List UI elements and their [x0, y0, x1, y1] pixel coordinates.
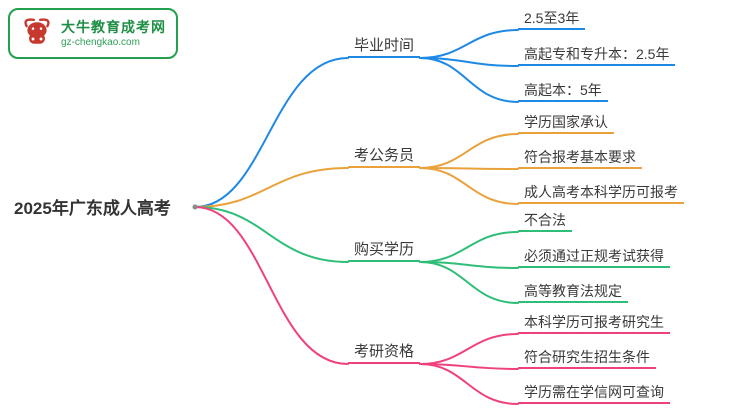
connector-root-branch-1 — [194, 167, 349, 208]
leaf-node: 2.5至3年 — [518, 8, 586, 30]
leaf-node: 本科学历可报考研究生 — [518, 312, 670, 334]
connector-branch2-leaf0 — [419, 231, 519, 263]
leaf-node: 必须通过正规考试获得 — [518, 246, 670, 268]
logo-url: gz-chengkao.com — [61, 36, 140, 48]
connector-root-branch-3 — [194, 206, 349, 365]
leaf-node: 学历国家承认 — [518, 112, 614, 134]
root-node: 2025年广东成人高考 — [14, 199, 171, 218]
branch-node-graduation-time: 毕业时间 — [348, 36, 420, 58]
connector-root-branch-2 — [194, 206, 349, 263]
logo-title: 大牛教育成考网 — [61, 18, 166, 35]
connector-branch0-leaf0 — [419, 29, 519, 59]
connector-branch3-leaf1 — [419, 363, 519, 370]
connector-branch2-leaf2 — [419, 261, 519, 304]
leaf-node: 符合报考基本要求 — [518, 147, 642, 169]
connector-root-branch-0 — [194, 57, 349, 208]
connector-branch0-leaf1 — [419, 57, 519, 67]
connector-branch3-leaf2 — [419, 363, 519, 405]
connector-branch0-leaf2 — [419, 57, 519, 103]
logo-bull-icon — [20, 15, 54, 52]
leaf-node: 不合法 — [518, 210, 572, 232]
leaf-node: 学历需在学信网可查询 — [518, 382, 670, 404]
leaf-node: 高等教育法规定 — [518, 281, 628, 303]
leaf-node: 成人高考本科学历可报考 — [518, 182, 684, 204]
root-anchor-dot — [192, 204, 198, 210]
branch-node-postgraduate-eligibility: 考研资格 — [348, 342, 420, 364]
connector-branch2-leaf1 — [419, 261, 519, 269]
leaf-node: 高起本：5年 — [518, 80, 608, 102]
leaf-node: 符合研究生招生条件 — [518, 347, 656, 369]
connector-branch1-leaf0 — [419, 133, 519, 169]
connector-branch3-leaf0 — [419, 333, 519, 365]
leaf-node: 高起专和专升本：2.5年 — [518, 44, 676, 66]
site-logo[interactable]: 大牛教育成考网 gz-chengkao.com — [8, 8, 178, 59]
branch-node-buying-diploma: 购买学历 — [348, 240, 420, 262]
branch-node-civil-servant-exam: 考公务员 — [348, 146, 420, 168]
connector-branch1-leaf2 — [419, 167, 519, 205]
